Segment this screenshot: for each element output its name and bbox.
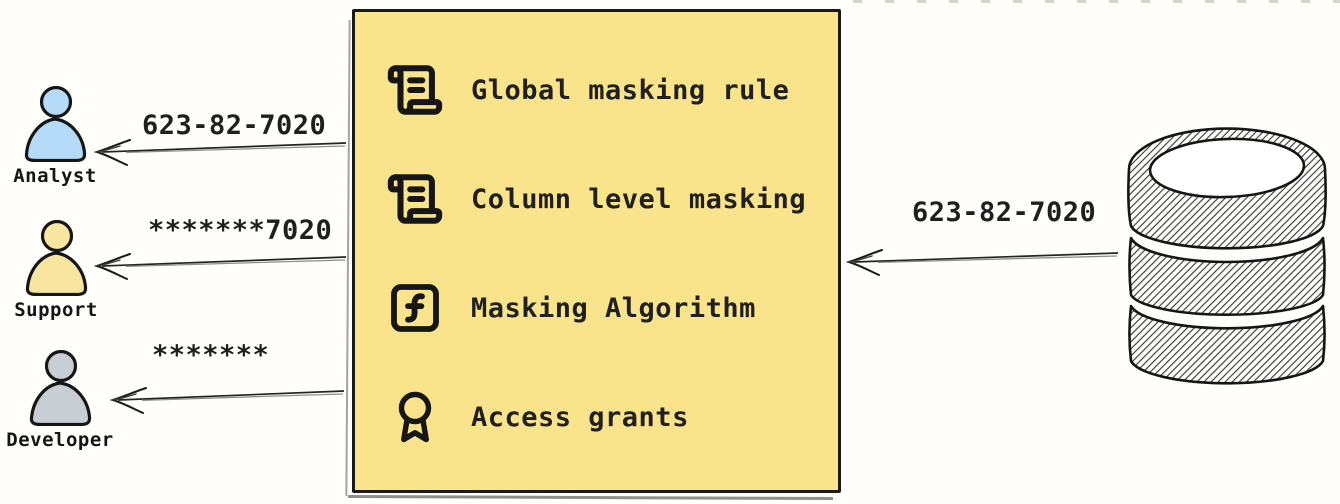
arrow-to-support — [93, 253, 347, 280]
actor-support: Support — [0, 220, 114, 321]
masking-rules-list: Global masking rule Column level masking — [355, 12, 838, 447]
masking-rules-panel: Global masking rule Column level masking — [352, 9, 841, 493]
arrow-to-analyst — [93, 139, 347, 166]
dashed-border-fragment — [853, 0, 1340, 3]
analyst-person-icon — [24, 86, 87, 162]
item-label: Column level masking — [471, 183, 807, 215]
item-label: Global masking rule — [471, 74, 790, 106]
item-masking-algorithm: Masking Algorithm — [383, 278, 838, 338]
item-column-level-masking: Column level masking — [383, 169, 838, 229]
actor-label-analyst: Analyst — [13, 165, 97, 187]
item-access-grants: Access grants — [383, 387, 838, 447]
support-person-icon — [25, 220, 88, 296]
arrow-to-developer — [109, 387, 345, 414]
actor-label-support: Support — [14, 299, 98, 321]
arrow-value-support: *******7020 — [148, 215, 333, 246]
scroll-text-icon — [383, 61, 447, 119]
item-global-masking-rule: Global masking rule — [383, 60, 838, 120]
actor-label-developer: Developer — [6, 429, 114, 451]
function-square-icon — [383, 280, 447, 336]
scroll-text-icon — [383, 170, 447, 228]
award-icon — [383, 385, 447, 449]
arrow-value-database: 623-82-7020 — [912, 197, 1097, 228]
item-label: Masking Algorithm — [471, 292, 756, 324]
actor-developer: Developer — [2, 350, 118, 451]
arrow-value-developer: ******* — [152, 340, 270, 371]
arrow-value-analyst: 623-82-7020 — [142, 110, 327, 141]
database-icon — [1127, 127, 1327, 385]
item-label: Access grants — [471, 401, 689, 433]
developer-person-icon — [29, 350, 92, 426]
actor-analyst: Analyst — [0, 86, 113, 187]
arrow-from-database — [845, 249, 1119, 276]
